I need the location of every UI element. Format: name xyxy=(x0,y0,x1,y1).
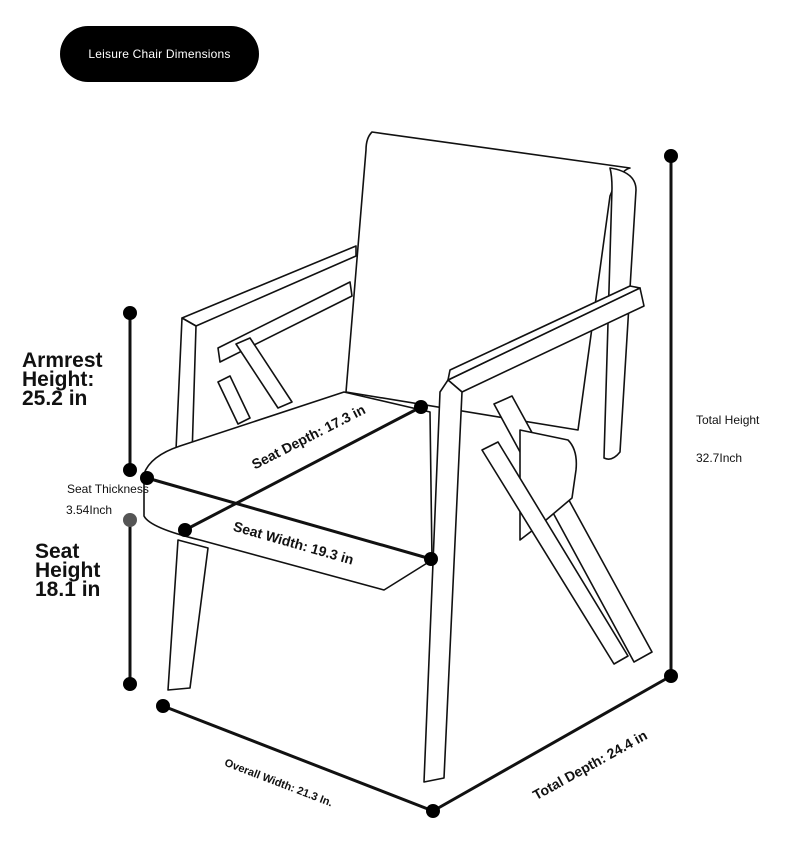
seat-height-bottom-dot xyxy=(123,677,137,691)
corner-dot xyxy=(426,804,440,818)
seat-thickness-dot xyxy=(123,513,137,527)
seat-depth-start-dot xyxy=(178,523,192,537)
total-height-label: Total Height xyxy=(696,413,760,427)
seat-depth-line xyxy=(184,405,422,532)
chair-backrest xyxy=(345,131,631,431)
armrest-height-line2: Height: xyxy=(22,368,95,391)
armrest-height-line1: Armrest xyxy=(22,349,103,372)
chair-rear-leg xyxy=(493,395,653,663)
chair-drawing xyxy=(143,131,653,783)
armrest-height-line3: 25.2 in xyxy=(22,387,88,410)
seat-width-start-dot xyxy=(140,471,154,485)
total-depth-line xyxy=(432,674,672,813)
seat-height-line1: Seat xyxy=(35,540,80,563)
seat-width-end-dot xyxy=(424,552,438,566)
seat-height-line2: Height xyxy=(35,559,101,582)
seat-height-line3: 18.1 in xyxy=(35,578,101,601)
chair-right-brace xyxy=(481,441,629,665)
title-badge: Leisure Chair Dimensions xyxy=(60,26,259,82)
title-text: Leisure Chair Dimensions xyxy=(88,47,231,61)
seat-thickness-label: Seat Thickness xyxy=(67,482,149,496)
seat-width-line xyxy=(146,476,432,561)
chair-right-front-leg xyxy=(423,379,463,783)
overall-width-start-dot xyxy=(156,699,170,713)
chair-right-arm-top-face xyxy=(447,285,641,381)
dimension-lines xyxy=(128,156,673,813)
chair-left-brace xyxy=(235,337,293,409)
armrest-top-dot xyxy=(123,306,137,320)
chair-left-arm-top xyxy=(181,245,357,327)
armrest-bottom-dot xyxy=(123,463,137,477)
seat-depth-end-dot xyxy=(414,400,428,414)
chair-left-arm-front xyxy=(175,317,197,457)
overall-width-line xyxy=(162,704,434,813)
dimension-endpoints xyxy=(123,149,678,818)
chair-front-left-leg xyxy=(167,539,209,691)
total-height-top-dot xyxy=(664,149,678,163)
seat-height-label: Seat Height 18.1 in xyxy=(35,540,101,601)
total-height-value: 32.7Inch xyxy=(696,451,743,465)
total-height-bottom-dot xyxy=(664,669,678,683)
armrest-height-label: Armrest Height: 25.2 in xyxy=(22,349,103,410)
chair-left-brace2 xyxy=(217,375,251,425)
seat-thickness-value: 3.54Inch xyxy=(66,503,113,517)
